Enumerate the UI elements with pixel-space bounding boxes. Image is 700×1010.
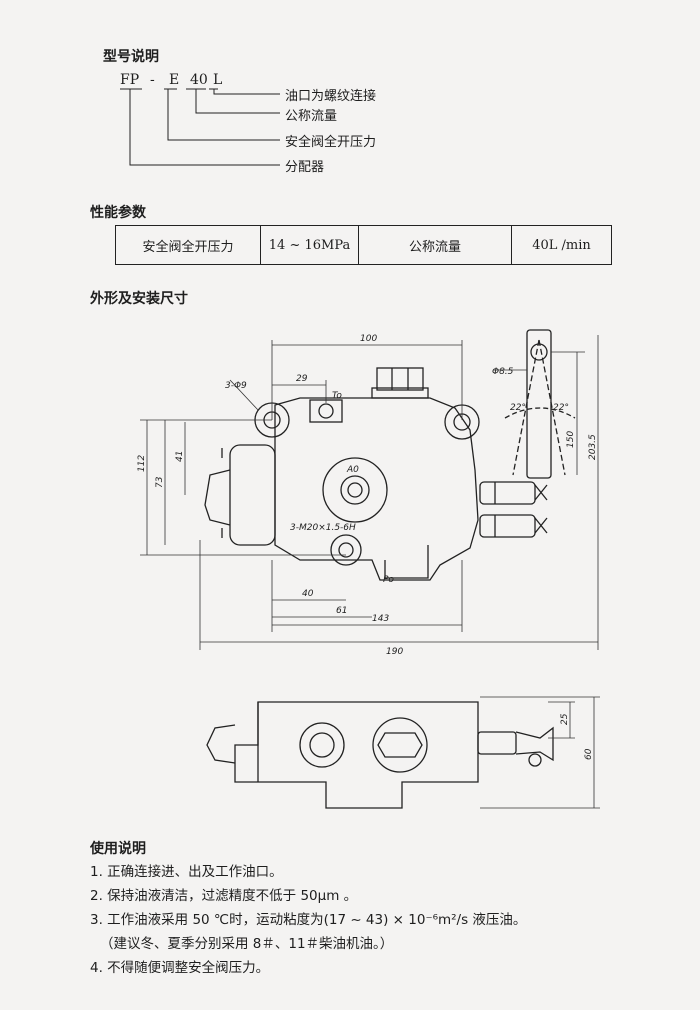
model-heading: 型号说明 xyxy=(103,49,159,65)
dim-ang22b: 22° xyxy=(553,403,569,413)
dim-150: 150 xyxy=(566,431,576,448)
dim-61: 61 xyxy=(336,606,347,616)
dim-phi85: Φ8.5 xyxy=(492,367,514,377)
dim-ang22a: 22° xyxy=(510,403,526,413)
table-row: 安全阀全开压力 14 ~ 16MPa 公称流量 40L /min xyxy=(115,225,612,265)
model-code-fp: FP xyxy=(120,72,140,88)
dim-29: 29 xyxy=(296,374,308,384)
dim-a0: A0 xyxy=(346,465,359,475)
dim-203: 203.5 xyxy=(588,434,598,460)
table-cell: 公称流量 xyxy=(358,225,512,265)
dim-3-phi9: 3-Φ9 xyxy=(225,381,247,391)
model-expl-flow: 公称流量 xyxy=(285,109,338,124)
dim-41: 41 xyxy=(175,451,185,462)
dim-112: 112 xyxy=(137,455,147,472)
model-code-l: L xyxy=(213,72,223,88)
usage-item-1: 1. 正确连接进、出及工作油口。 xyxy=(90,864,283,880)
performance-table: 安全阀全开压力 14 ~ 16MPa 公称流量 40L /min xyxy=(115,225,612,265)
dim-143: 143 xyxy=(372,614,389,624)
dimensions-heading: 外形及安装尺寸 xyxy=(90,291,188,307)
model-code-e: E xyxy=(169,72,180,88)
model-expl-distributor: 分配器 xyxy=(285,160,325,175)
usage-item-2: 2. 保持油液清洁，过滤精度不低于 50μm 。 xyxy=(90,888,358,904)
model-expl-thread: 油口为螺纹连接 xyxy=(285,89,377,104)
side-view-drawing xyxy=(206,701,554,809)
dim-to: To xyxy=(332,391,342,401)
dim-thread: 3-M20×1.5-6H xyxy=(290,523,356,533)
dim-po: Po xyxy=(383,575,394,585)
dim-73: 73 xyxy=(155,476,165,488)
dim-190: 190 xyxy=(386,647,403,657)
dim-60: 60 xyxy=(584,748,594,760)
model-leader-lines xyxy=(120,88,280,166)
dim-100: 100 xyxy=(360,334,377,344)
dim-40: 40 xyxy=(302,589,314,599)
dim-25: 25 xyxy=(560,713,570,725)
table-cell: 40L /min xyxy=(511,225,612,265)
usage-item-3-note: （建议冬、夏季分别采用 8＃、11＃柴油机油。） xyxy=(100,936,394,952)
model-code-40: 40 xyxy=(190,72,208,88)
usage-heading: 使用说明 xyxy=(90,841,146,857)
usage-item-3: 3. 工作油液采用 50 ℃时，运动粘度为(17 ~ 43) × 10⁻⁶m²/… xyxy=(90,912,527,928)
model-code-dash: - xyxy=(150,72,155,88)
usage-item-4: 4. 不得随便调整安全阀压力。 xyxy=(90,960,270,976)
model-expl-pressure: 安全阀全开压力 xyxy=(285,135,377,150)
performance-heading: 性能参数 xyxy=(90,205,146,221)
